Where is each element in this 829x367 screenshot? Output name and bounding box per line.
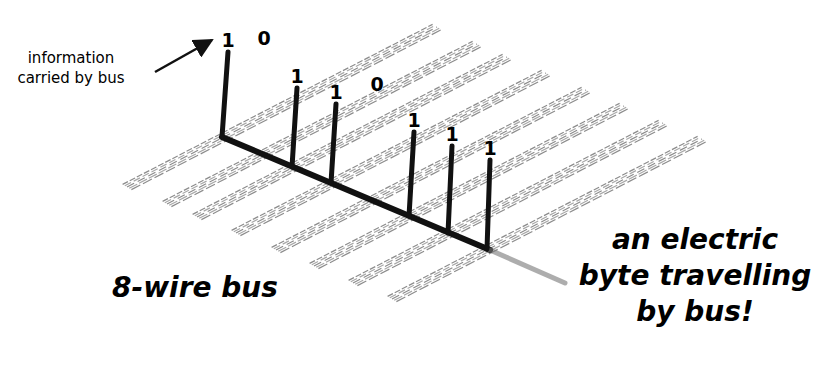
note-label: information carried by bus <box>12 48 130 88</box>
bit-stick <box>331 104 336 183</box>
bit-value: 1 <box>287 66 307 86</box>
bus-bar <box>222 137 490 250</box>
bus-caption: 8-wire bus <box>95 270 295 306</box>
bus-bar-fade <box>490 250 565 283</box>
bit-sticks <box>222 52 490 249</box>
bit-value: 1 <box>218 30 238 50</box>
bit-stick <box>222 52 228 137</box>
bit-value: 1 <box>326 82 346 102</box>
bit-stick <box>487 160 490 249</box>
bit-stick <box>448 146 452 233</box>
bit-value: 1 <box>442 124 462 144</box>
bit-value: 1 <box>404 110 424 130</box>
leader-arrow <box>155 40 212 72</box>
bit-stick <box>292 88 297 167</box>
byte-caption: an electric byte travelling by bus! <box>575 222 815 330</box>
bit-value: 1 <box>480 138 500 158</box>
bit-value: 0 <box>367 74 387 94</box>
bit-stick <box>409 132 414 216</box>
bit-value: 0 <box>254 28 274 48</box>
